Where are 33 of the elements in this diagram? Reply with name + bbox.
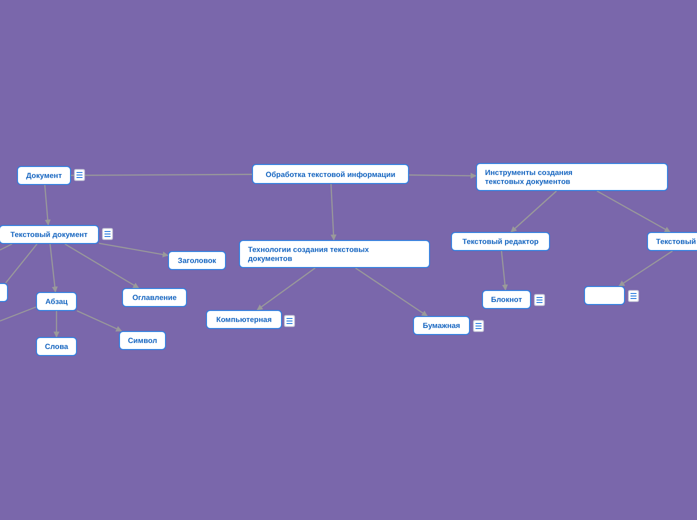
connector-line [5,244,38,284]
connector-line [44,184,51,226]
topic-box [36,337,77,356]
connector-line [596,190,671,233]
topic-box [36,292,77,311]
connector-line [0,243,12,251]
topic-box [482,290,531,309]
connector-line [510,190,557,232]
connector-line [98,242,169,258]
connector-line [0,306,36,322]
topic-box [413,316,470,335]
topic-box [451,232,550,251]
connector-line [54,311,60,338]
connector-line [409,172,477,179]
topic-box [206,310,282,329]
connector-line [330,184,337,241]
topic-box [476,163,668,191]
topic-box [252,164,409,184]
topic-box [584,286,625,305]
connector-line [500,250,508,291]
connector-line [64,243,140,289]
topic-box [0,225,99,244]
connector-line [71,174,252,176]
connector-line [256,268,316,310]
connector-line [49,244,58,293]
topic-box [119,331,166,350]
topic-box [17,166,71,185]
topic-box [168,251,226,270]
connector-line [76,310,122,332]
topic-box [122,288,187,307]
connector-line [355,268,428,316]
topic-box [239,240,430,268]
connector-line [618,250,673,286]
